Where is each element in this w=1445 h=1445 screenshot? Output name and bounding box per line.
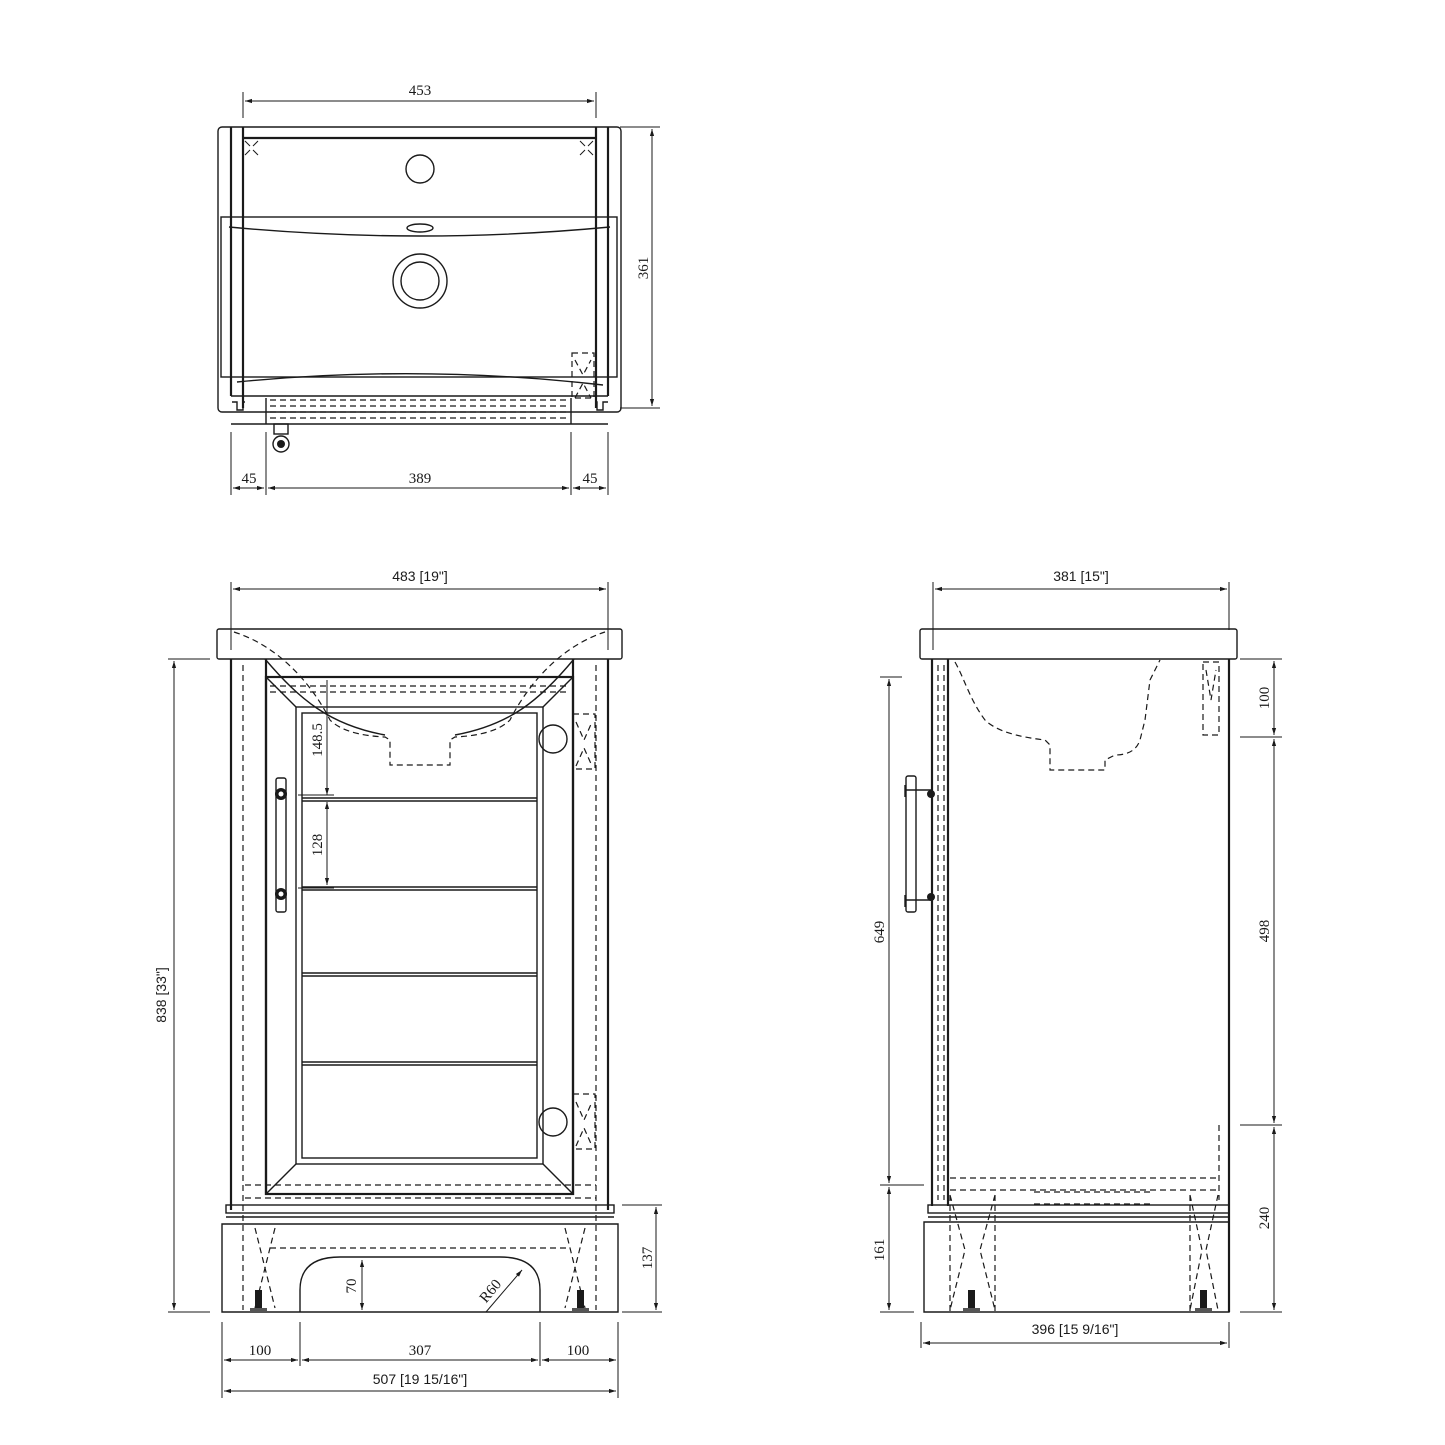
dim-front-base-width: 507 [19 15/16"] <box>373 1371 468 1387</box>
dim-front-plinth-height: 137 <box>640 1246 656 1269</box>
dim-front-overall-height: 838 [33"] <box>153 967 169 1023</box>
front-door[interactable] <box>264 675 575 1196</box>
side-door-handle[interactable] <box>904 775 935 913</box>
dim-side-middle-panel: 498 <box>1257 920 1273 943</box>
drain-outer-icon <box>392 253 448 309</box>
dim-front-handle-spacing: 128 <box>310 834 326 857</box>
basin-outline <box>220 216 618 378</box>
door-handle[interactable] <box>275 777 287 913</box>
dim-top-depth: 361 <box>636 257 652 280</box>
dim-top-center-span: 389 <box>409 471 432 487</box>
top-view-outline <box>217 126 622 413</box>
leveling-foot-icon <box>963 1290 1212 1312</box>
dim-front-arch-radius: R60 <box>477 1277 505 1306</box>
side-basin-hidden <box>954 659 1161 771</box>
dim-front-arch-height: 70 <box>344 1279 360 1294</box>
overflow-icon <box>406 223 434 233</box>
dim-side-bottom-section: 240 <box>1257 1207 1273 1230</box>
leg-hidden-box <box>571 352 595 399</box>
dim-side-base-depth: 396 [15 9/16"] <box>1032 1321 1119 1337</box>
side-countertop <box>919 628 1238 660</box>
dim-front-left-leg: 100 <box>249 1343 272 1359</box>
dim-front-basin-depth: 148.5 <box>310 723 326 757</box>
hinge-icon <box>538 1107 568 1137</box>
leveling-foot-icon <box>250 1290 589 1312</box>
corner-bracket-icon <box>244 140 594 156</box>
valve-icon <box>272 423 290 453</box>
front-plinth <box>221 1223 619 1313</box>
front-plinth-arch <box>299 1256 541 1312</box>
dim-side-top-rail: 100 <box>1257 687 1273 710</box>
side-plinth <box>923 1221 1230 1313</box>
top-view: 453 361 45 389 45 <box>217 83 660 495</box>
dim-front-arch-span: 307 <box>409 1343 432 1359</box>
dim-top-left-offset: 45 <box>242 471 257 487</box>
side-view: 381 [15"] 649 161 100 498 240 396 [15 9/… <box>872 568 1282 1348</box>
drain-inner-icon <box>400 261 440 301</box>
dim-front-top-width: 483 [19"] <box>392 568 448 584</box>
faucet-hole-icon <box>405 154 435 184</box>
dim-top-right-offset: 45 <box>583 471 598 487</box>
front-basin-hidden <box>233 631 606 766</box>
front-door-panel <box>295 706 544 1165</box>
shelf-lines <box>302 797 537 1066</box>
dim-side-top-depth: 381 [15"] <box>1053 568 1109 584</box>
front-countertop <box>216 628 623 660</box>
front-view: 148.5 128 70 R60 483 [19"] 838 [33"] <box>153 568 662 1398</box>
dim-front-right-leg: 100 <box>567 1343 590 1359</box>
dim-side-door-height: 649 <box>872 921 888 944</box>
basin-rim-curve <box>228 226 611 237</box>
dim-top-overall-width: 453 <box>409 83 432 99</box>
dim-side-plinth-height: 161 <box>872 1239 888 1262</box>
hinge-icon <box>538 724 568 754</box>
